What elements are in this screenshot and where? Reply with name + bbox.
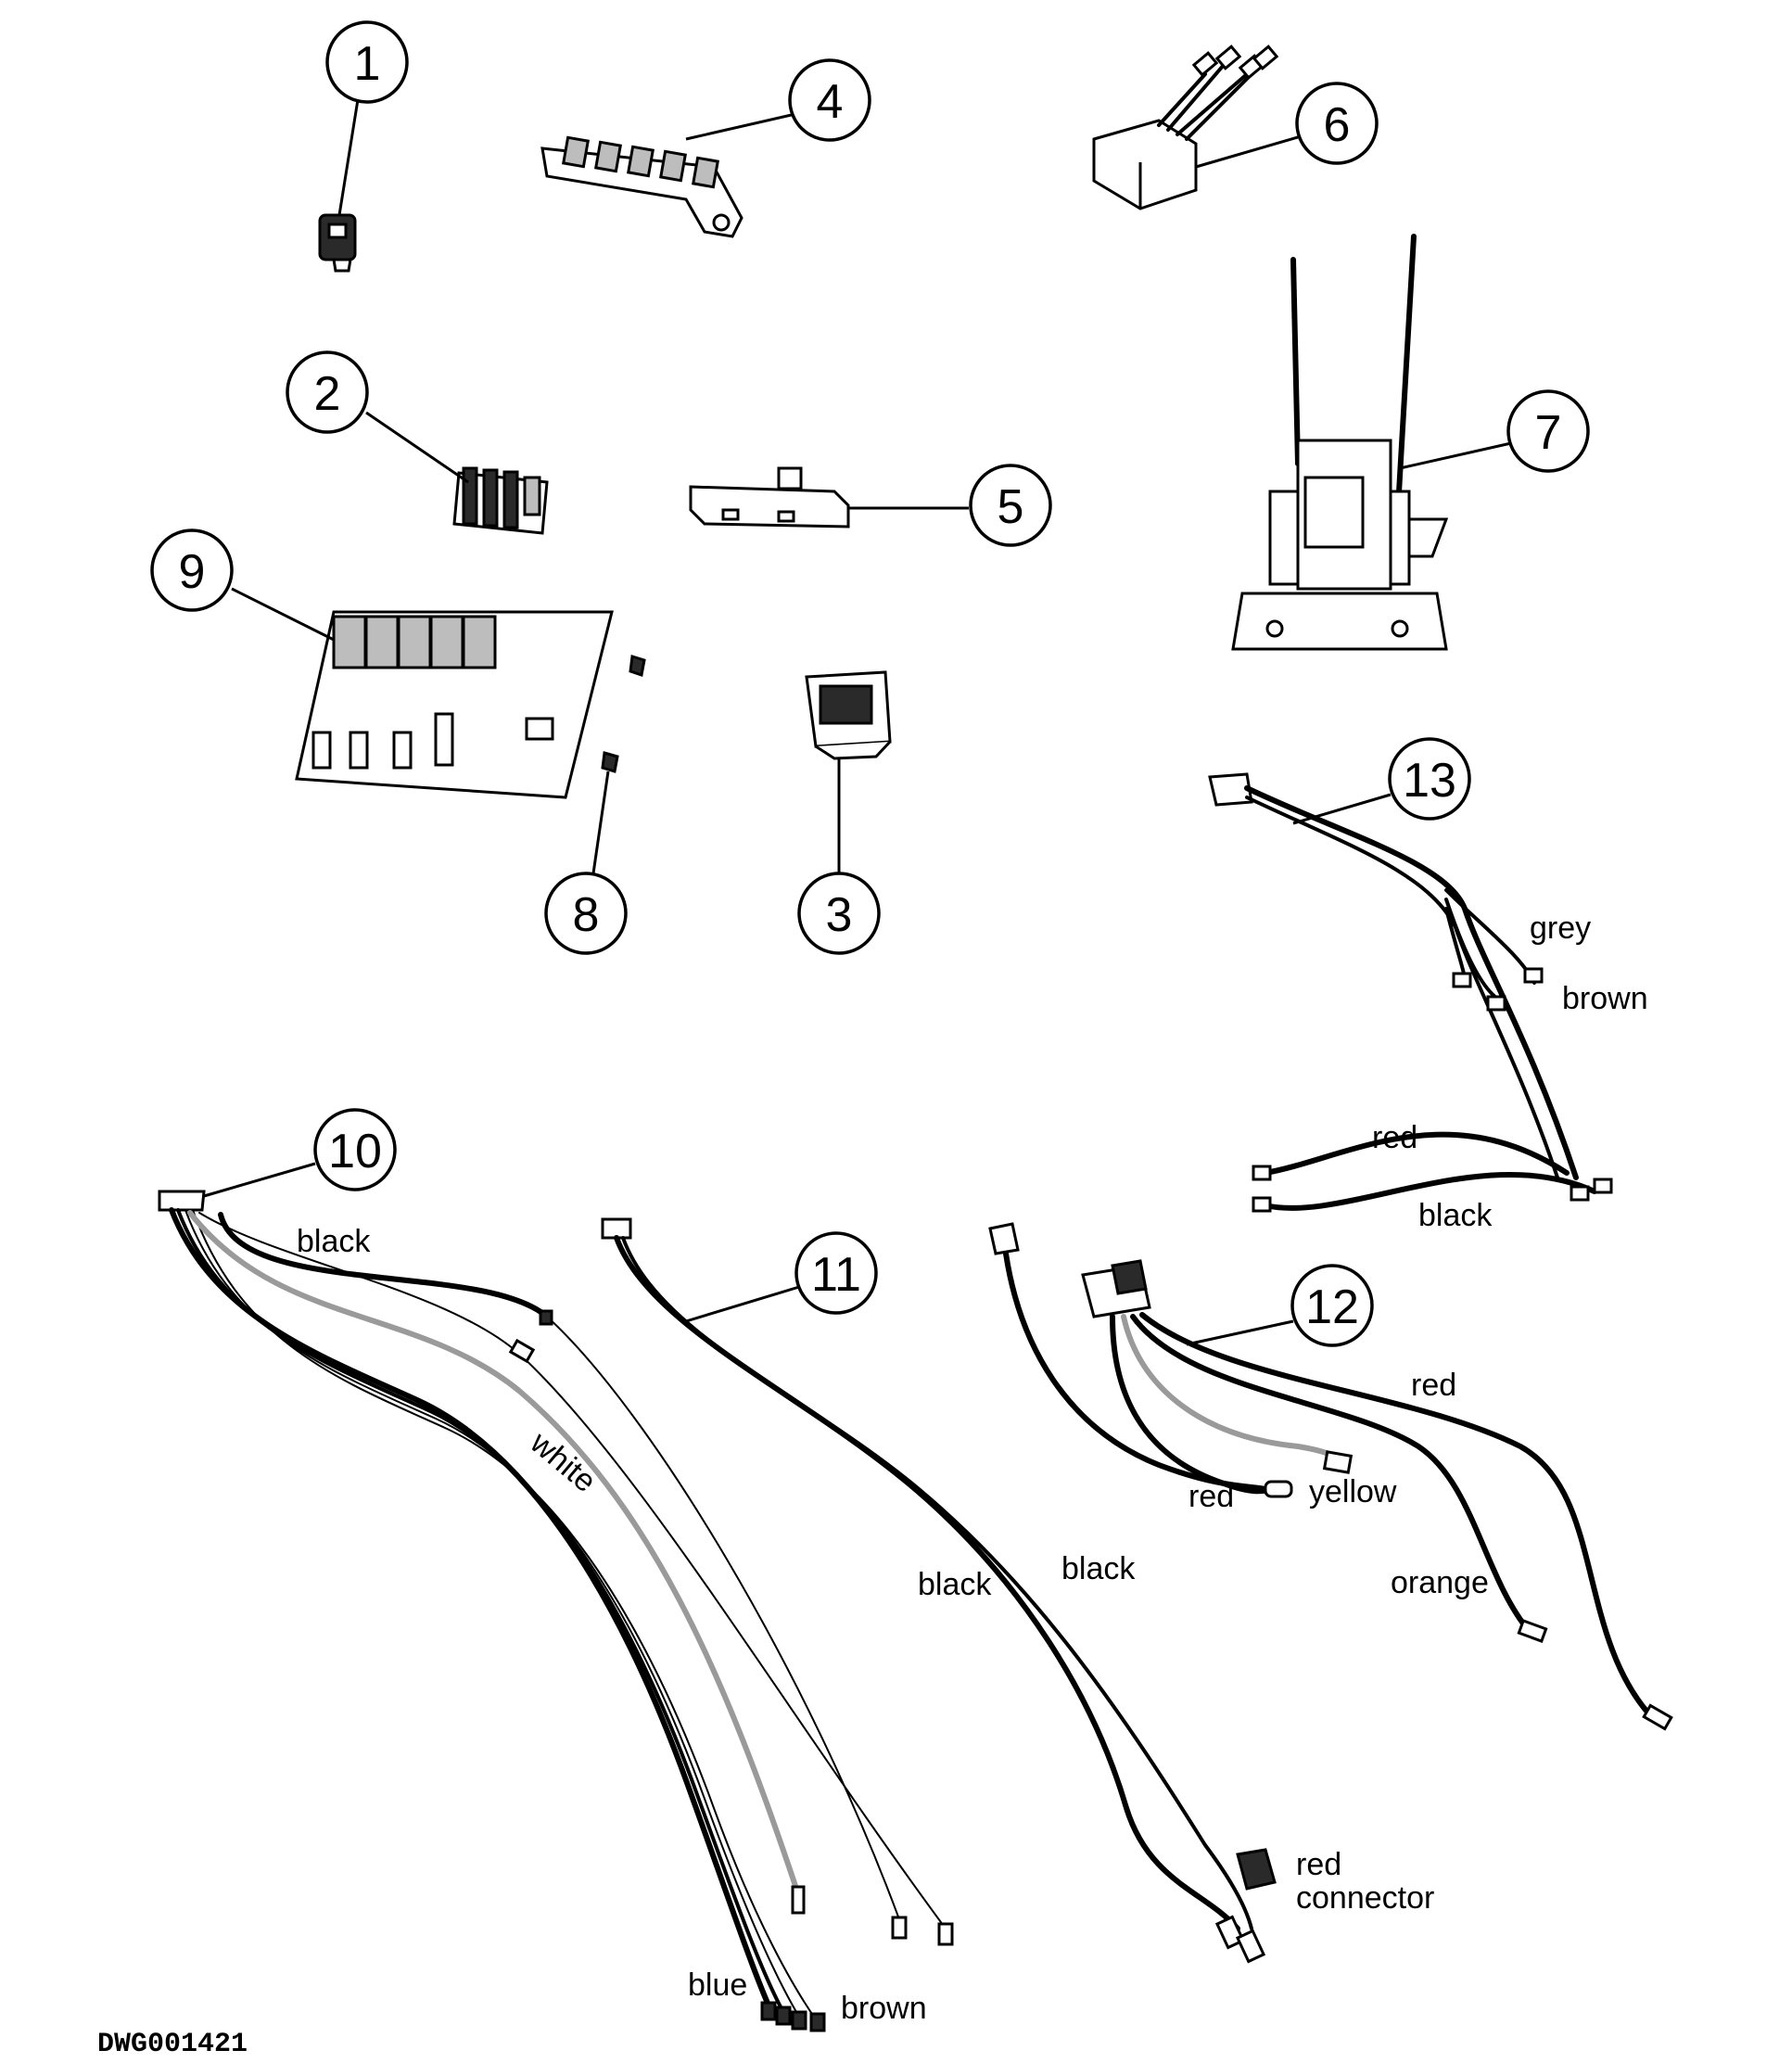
label-11-black-right: black <box>1061 1551 1136 1586</box>
callout-3-number: 3 <box>826 888 853 942</box>
callout-12: 12 <box>1290 1264 1374 1347</box>
callout-8: 8 <box>544 872 628 955</box>
part-7-transformer <box>1231 234 1512 651</box>
callout-2: 2 <box>286 350 369 434</box>
callout-2-number: 2 <box>314 367 341 421</box>
label-10-black: black <box>297 1224 371 1259</box>
label-13-brown: brown <box>1562 981 1648 1016</box>
callout-7: 7 <box>1506 389 1590 473</box>
callout-1: 1 <box>325 20 409 104</box>
part-6-plug <box>1092 45 1299 210</box>
callout-11-number: 11 <box>811 1248 861 1302</box>
part-3-relay <box>805 670 892 873</box>
part-13-harness <box>1208 772 1613 1213</box>
part-12-harness <box>988 1222 1673 1731</box>
callout-4: 4 <box>788 58 871 142</box>
part-4-terminal-block <box>540 112 796 238</box>
part-10-harness <box>158 1162 954 2032</box>
label-13-black: black <box>1418 1198 1493 1233</box>
label-10-blue: blue <box>688 1967 747 2003</box>
label-13-grey: grey <box>1530 911 1591 946</box>
callout-13: 13 <box>1388 737 1471 821</box>
callout-6-number: 6 <box>1324 98 1351 152</box>
label-12-orange: orange <box>1391 1565 1489 1600</box>
callout-5: 5 <box>969 464 1052 547</box>
label-12-yellow: yellow <box>1309 1474 1397 1509</box>
label-10-brown: brown <box>841 1991 927 2026</box>
callout-9: 9 <box>150 528 234 612</box>
part-5-bar-switch <box>689 466 969 528</box>
part-1-connector <box>318 87 362 273</box>
callout-9-number: 9 <box>179 545 206 599</box>
callout-1-number: 1 <box>354 37 381 91</box>
part-8-standoffs <box>591 655 646 874</box>
label-11-red: red <box>1296 1847 1341 1882</box>
callout-5-number: 5 <box>998 480 1024 534</box>
label-11-black-left: black <box>918 1567 992 1602</box>
callout-12-number: 12 <box>1305 1280 1359 1334</box>
callout-11: 11 <box>794 1231 878 1315</box>
callout-3: 3 <box>797 872 881 955</box>
drawing-number: DWG001421 <box>97 2029 248 2060</box>
label-11-connector: connector <box>1296 1880 1434 1916</box>
part-9-control-board <box>231 587 614 799</box>
part-11-harness <box>601 1217 1277 1964</box>
callout-7-number: 7 <box>1535 406 1562 460</box>
callout-6: 6 <box>1295 82 1379 165</box>
callout-8-number: 8 <box>573 888 600 942</box>
label-12-red-top: red <box>1411 1368 1456 1403</box>
callout-10: 10 <box>313 1108 397 1191</box>
callout-10-number: 10 <box>328 1125 382 1178</box>
callout-4-number: 4 <box>817 75 844 129</box>
callout-13-number: 13 <box>1403 754 1456 808</box>
part-2-switch-block <box>365 411 549 535</box>
label-13-red: red <box>1372 1120 1417 1155</box>
label-12-red-left: red <box>1188 1479 1234 1514</box>
